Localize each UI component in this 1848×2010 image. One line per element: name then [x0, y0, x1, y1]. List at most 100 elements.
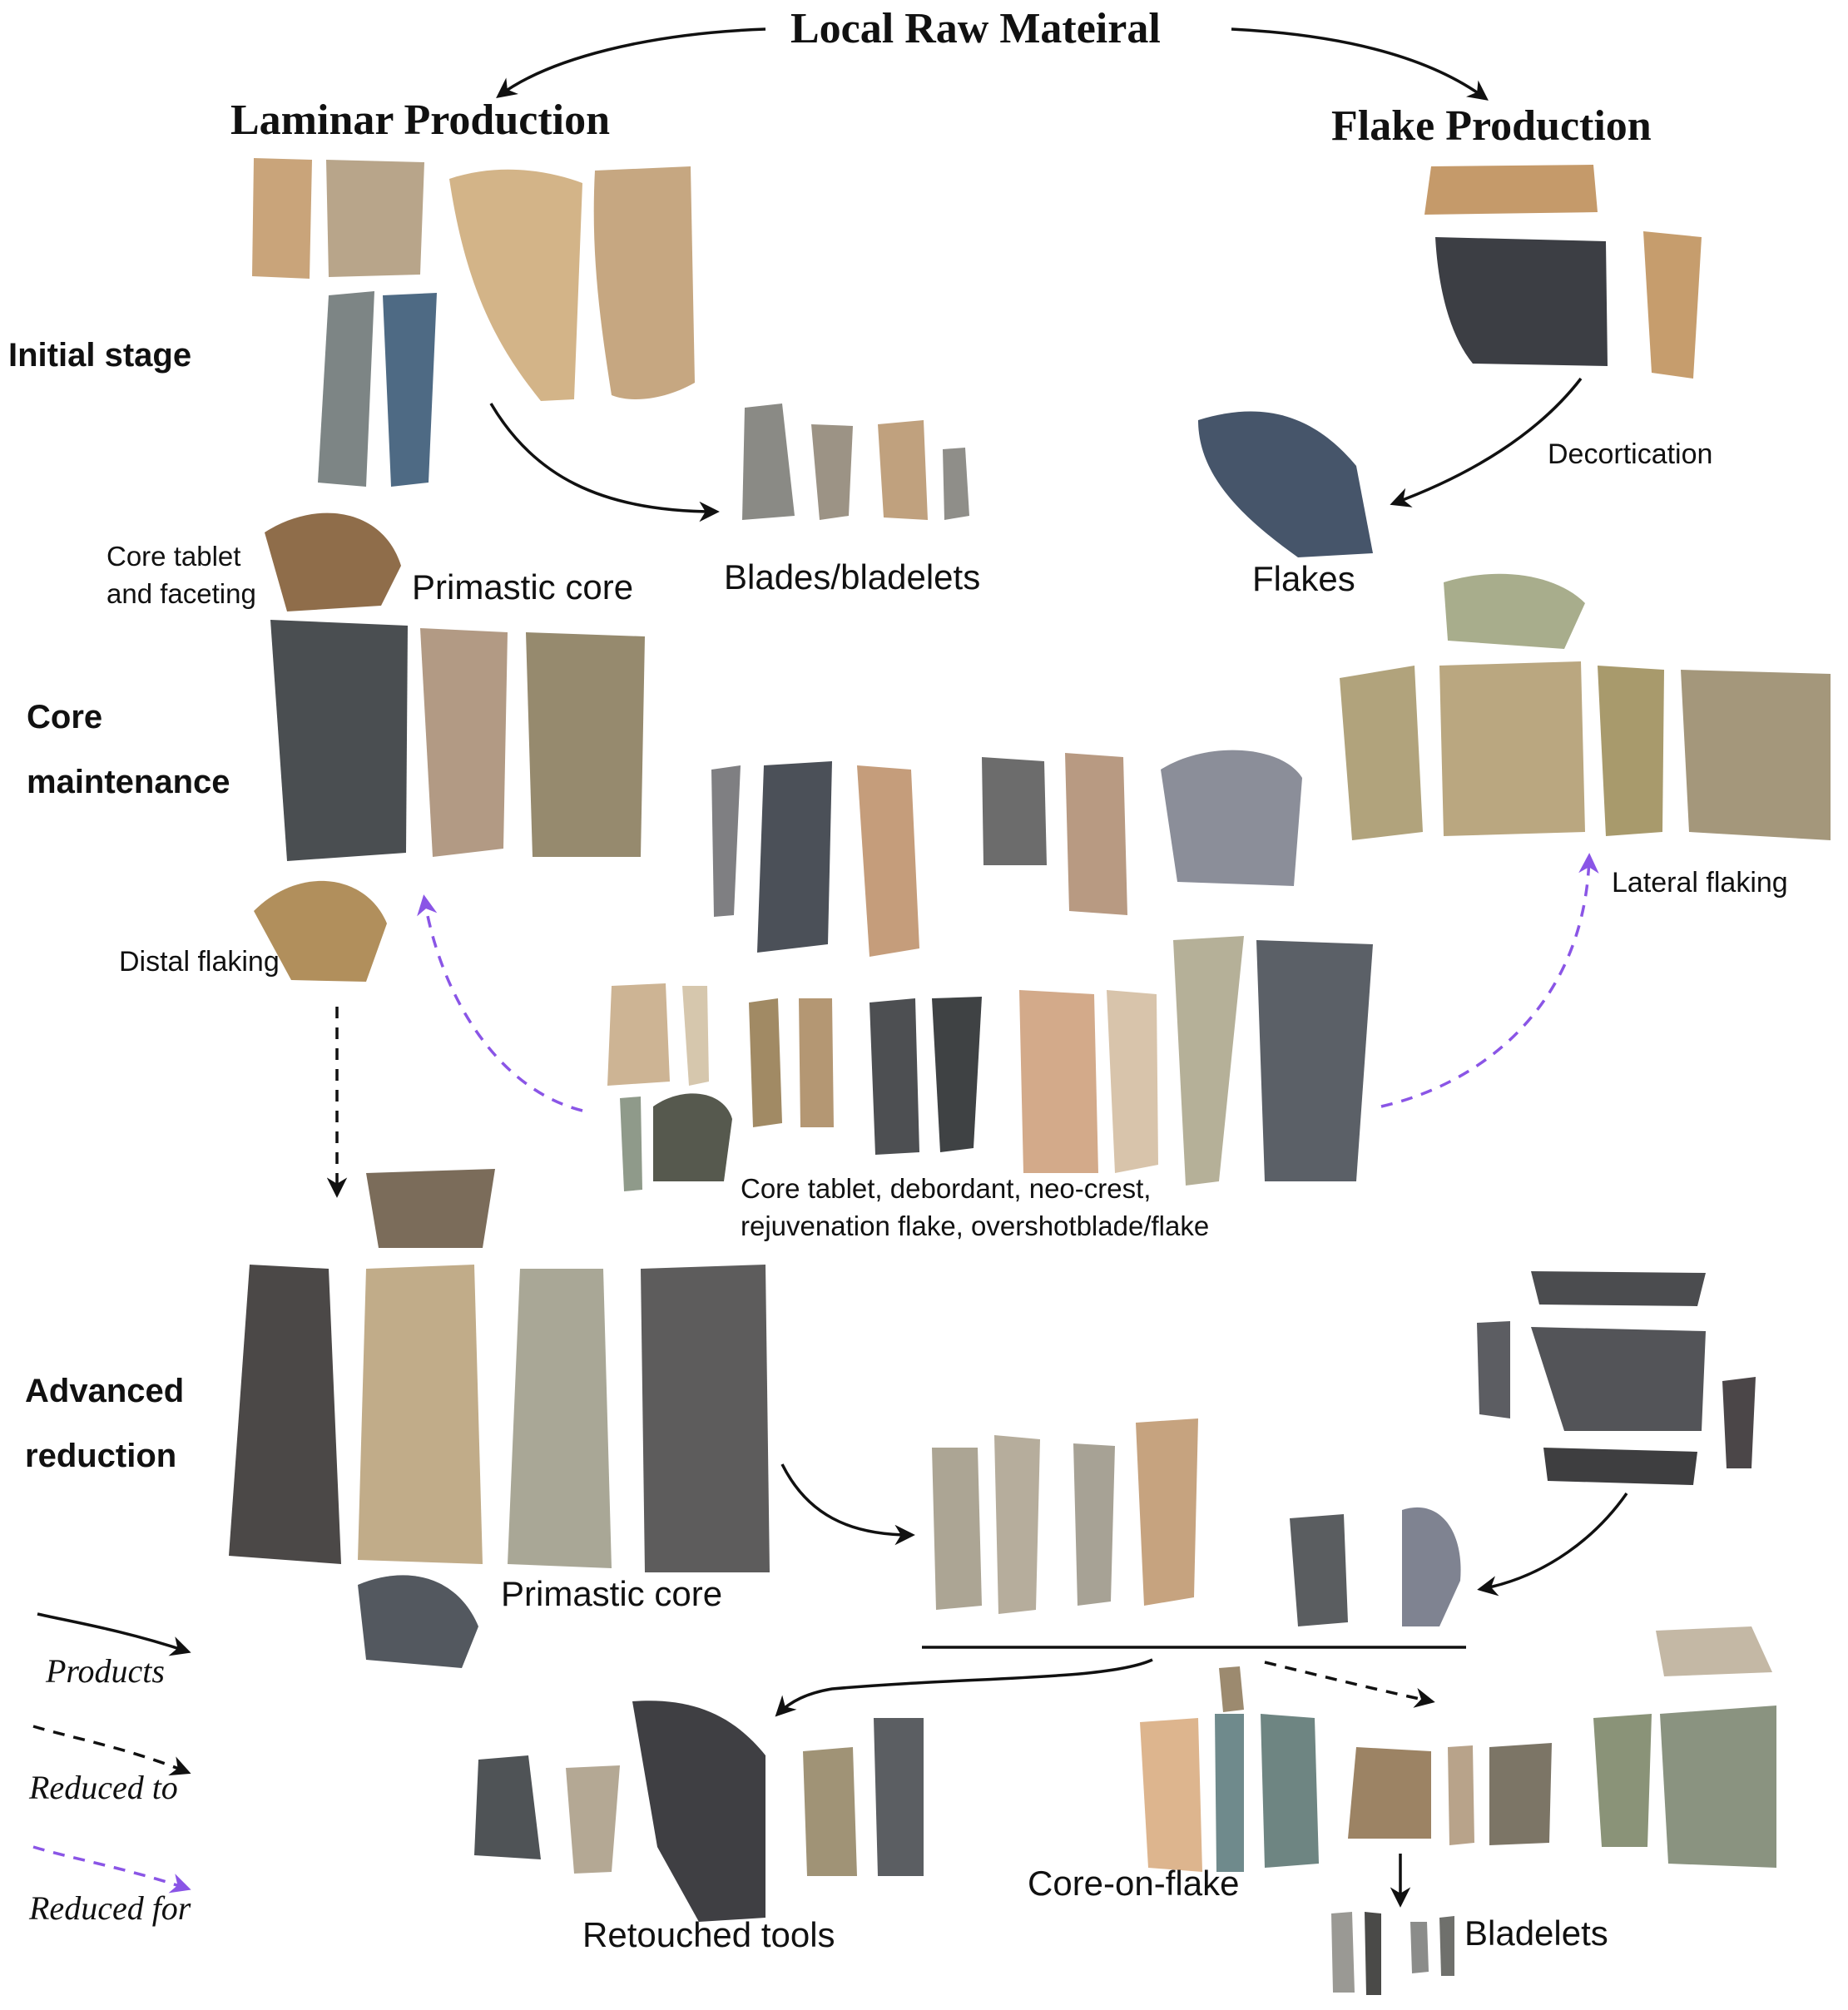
label-maint-products-1: Core tablet, debordant, neo-crest, [741, 1173, 1152, 1204]
root-node: Local Raw Mateiral [790, 5, 1161, 52]
artifact-photo [1531, 1271, 1706, 1306]
stage-initial: Initial stage [8, 337, 192, 374]
arrow-root-to-flake [1231, 27, 1489, 101]
artifact-photo [870, 998, 919, 1155]
artifact-photo [932, 997, 982, 1152]
artifact-photo [1424, 165, 1598, 215]
artifact-photo [1444, 573, 1585, 649]
label-prismatic-core-top: Primastic core [412, 567, 634, 606]
arrow-to-retouched-tools [775, 1658, 1153, 1717]
artifact-photo [607, 983, 670, 1086]
artifact-photo [326, 160, 424, 277]
legend-reduced-for-arrow [32, 1845, 191, 1894]
artifact-photo [229, 1265, 341, 1564]
artifact-photo [1290, 1514, 1348, 1626]
stage-advanced-line1: Advanced [25, 1373, 185, 1409]
artifact-photo [1161, 750, 1302, 886]
label-flakes: Flakes [1252, 559, 1355, 598]
artifact-photo [1439, 661, 1585, 836]
artifact-photo [318, 291, 374, 487]
artifact-photo [270, 620, 408, 861]
artifact-photo [641, 1265, 770, 1572]
label-core-tablet-1: Core tablet [107, 541, 241, 572]
artifact-photo [711, 765, 741, 917]
artifact-photo [1410, 1922, 1429, 1973]
artifact-photo [943, 448, 969, 520]
legend-reduced-to: Reduced to [29, 1769, 178, 1806]
legend-reduced-to-arrow [32, 1725, 191, 1776]
artifact-photo [252, 158, 312, 279]
artifact-photo [1598, 666, 1664, 836]
artifact-photo [1643, 231, 1702, 379]
artifact-photo [1656, 1626, 1772, 1676]
label-maint-products-2: rejuvenation flake, overshotblade/flake [741, 1210, 1210, 1241]
artifact-photo [749, 998, 782, 1127]
arrow-flakecores-to-blanks [1477, 1492, 1628, 1597]
stage-core-maintenance-line2: maintenance [27, 764, 230, 800]
artifact-photo [1136, 1418, 1198, 1606]
artifact-photo [1402, 1507, 1461, 1626]
artifact-photo [799, 998, 834, 1127]
artifact-photo [358, 1265, 483, 1564]
arrow-advanced-to-blanks [780, 1463, 915, 1546]
artifact-photo [874, 1718, 924, 1876]
artifact-photo [526, 632, 645, 857]
artifact-photo [982, 757, 1047, 865]
artifact-photo [474, 1755, 541, 1859]
artifact-photo [620, 1097, 642, 1191]
artifact-photo [1489, 1743, 1552, 1845]
artifact-photo [254, 880, 387, 982]
artifact-photo [1340, 666, 1423, 840]
artifact-photo [1331, 1912, 1355, 1993]
artifact-photos [229, 158, 1831, 1995]
artifact-photo [757, 761, 832, 953]
artifact-photo [265, 512, 401, 611]
artifact-photo [1660, 1706, 1776, 1868]
artifact-photo [1593, 1714, 1652, 1847]
artifact-photo [994, 1435, 1040, 1614]
label-decortication: Decortication [1548, 438, 1713, 470]
artifact-photo [653, 1093, 732, 1181]
artifact-photo [1107, 990, 1158, 1173]
label-lateral-flaking: Lateral flaking [1612, 867, 1788, 899]
artifact-photo [878, 420, 928, 520]
artifact-photo [1198, 411, 1373, 557]
artifact-photo [366, 1169, 495, 1248]
artifact-photo [383, 293, 437, 487]
arrow-maint-to-lateral [1380, 853, 1599, 1108]
flake-production-heading: Flake Production [1331, 102, 1652, 150]
label-core-tablet-2: and faceting [107, 578, 256, 609]
artifact-photo [632, 1701, 765, 1922]
artifact-photo [1531, 1327, 1706, 1431]
artifact-photo [420, 628, 508, 857]
artifact-photo [1722, 1377, 1756, 1468]
artifact-photo [508, 1269, 612, 1568]
artifact-photo [803, 1747, 857, 1876]
artifact-photo [1477, 1321, 1510, 1418]
label-prismatic-core-bottom: Primastic core [501, 1574, 723, 1613]
stage-core-maintenance-line1: Core [27, 699, 103, 735]
artifact-photo [1019, 990, 1098, 1173]
arrow-initial-to-blades [489, 403, 720, 522]
artifact-photo [1219, 1666, 1244, 1712]
artifact-photo [811, 424, 853, 520]
label-bladelets: Bladelets [1464, 1913, 1608, 1953]
artifact-photo [932, 1448, 982, 1610]
artifact-photo [1543, 1448, 1697, 1485]
legend-reduced-for: Reduced for [29, 1889, 191, 1927]
artifact-photo [742, 403, 795, 520]
artifact-photo [1681, 670, 1831, 840]
label-distal-flaking: Distal flaking [119, 946, 280, 978]
stage-advanced-line2: reduction [25, 1438, 177, 1474]
artifact-photo [1365, 1912, 1381, 1995]
artifact-photo [449, 169, 582, 402]
artifact-photo [1140, 1718, 1202, 1872]
artifact-photo [593, 166, 695, 399]
artifact-photo [682, 986, 709, 1086]
artifact-photo [1173, 936, 1244, 1186]
artifact-photo [358, 1575, 478, 1668]
arrow-root-to-laminar [496, 27, 766, 98]
artifact-photo [857, 765, 919, 957]
